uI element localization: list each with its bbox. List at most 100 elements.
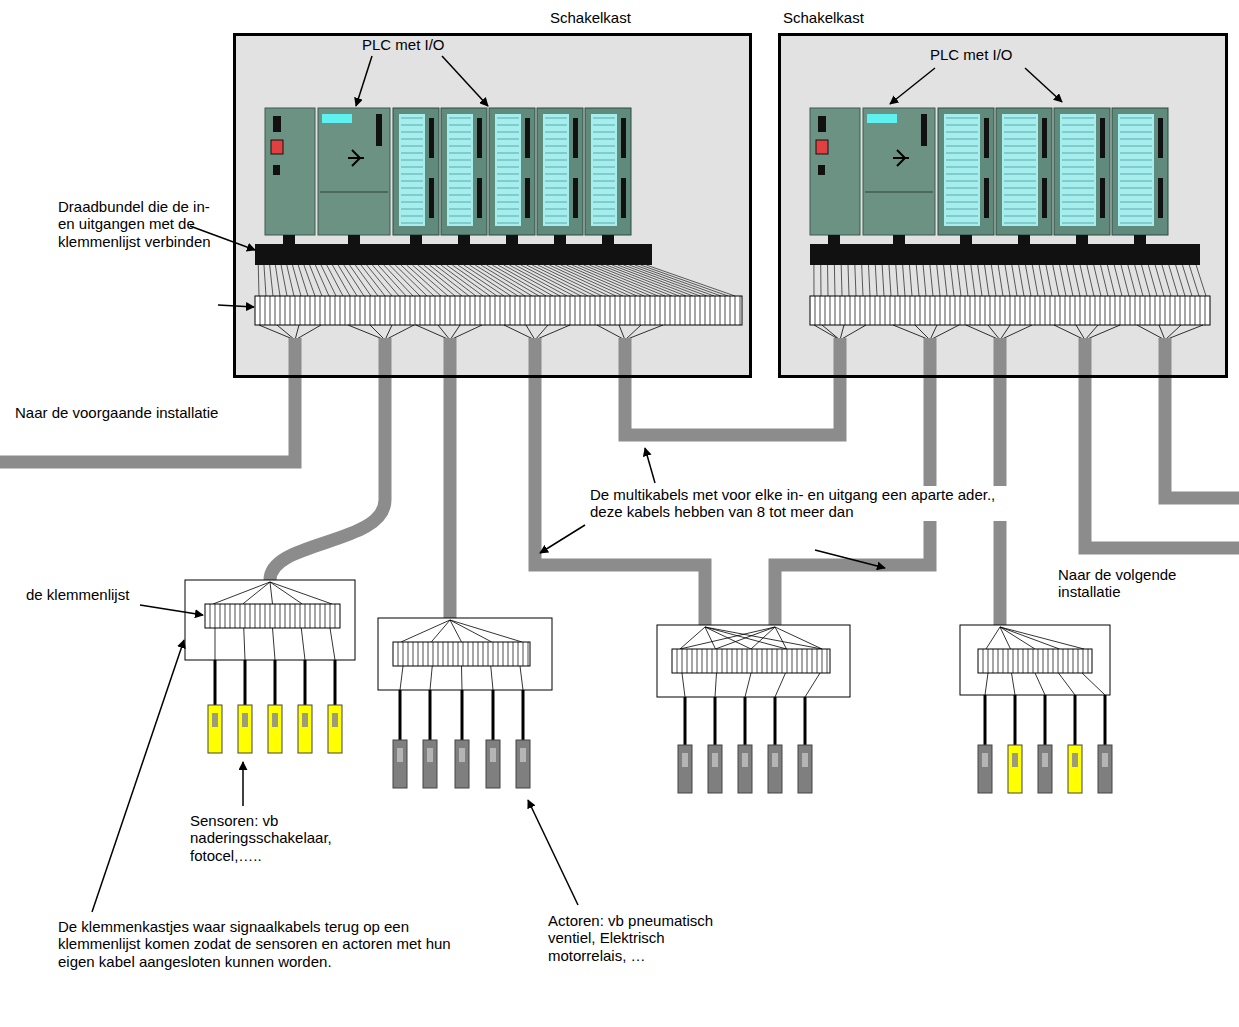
terminal bbox=[940, 296, 941, 325]
terminal bbox=[827, 649, 828, 673]
terminal bbox=[515, 296, 516, 325]
device-cable bbox=[774, 697, 777, 745]
io-stripe bbox=[593, 202, 615, 203]
terminal bbox=[1088, 649, 1089, 673]
terminal bbox=[1040, 296, 1041, 325]
terminal bbox=[762, 649, 763, 673]
terminal bbox=[1005, 296, 1006, 325]
io-stripe bbox=[593, 174, 615, 175]
terminal bbox=[1030, 296, 1031, 325]
terminal bbox=[455, 296, 456, 325]
wire bbox=[1039, 265, 1045, 296]
terminal bbox=[285, 604, 286, 628]
io-stripe bbox=[1004, 223, 1036, 224]
fan-wire bbox=[450, 325, 482, 340]
io-stripe bbox=[1120, 167, 1152, 168]
leader-line bbox=[645, 448, 655, 483]
leader-line bbox=[218, 305, 254, 307]
terminal bbox=[555, 296, 556, 325]
terminal bbox=[1100, 296, 1101, 325]
io-label-strip bbox=[447, 114, 473, 226]
terminal bbox=[410, 296, 411, 325]
control-cabinet: Schakelkast bbox=[778, 33, 1228, 378]
terminal bbox=[510, 296, 511, 325]
terminal bbox=[523, 642, 524, 666]
wire-bundle bbox=[810, 244, 1200, 265]
terminal bbox=[687, 649, 688, 673]
terminal bbox=[385, 296, 386, 325]
terminal bbox=[625, 296, 626, 325]
terminal bbox=[470, 296, 471, 325]
wire bbox=[827, 265, 828, 296]
terminal bbox=[722, 649, 723, 673]
terminal bbox=[1028, 649, 1029, 673]
io-stripe bbox=[1004, 174, 1036, 175]
device-detail bbox=[742, 753, 748, 767]
device-detail bbox=[490, 748, 496, 762]
io-stripe bbox=[946, 167, 978, 168]
terminal bbox=[525, 296, 526, 325]
terminal bbox=[475, 296, 476, 325]
io-stripe bbox=[946, 153, 978, 154]
actor bbox=[455, 740, 469, 788]
terminal bbox=[448, 642, 449, 666]
wire bbox=[1073, 265, 1080, 296]
device-detail bbox=[397, 748, 403, 762]
wire bbox=[944, 265, 947, 296]
fan-wire bbox=[416, 325, 450, 340]
io-led bbox=[429, 118, 434, 158]
device-cable bbox=[274, 660, 277, 705]
wire bbox=[395, 265, 427, 296]
terminal bbox=[717, 649, 718, 673]
device-cable bbox=[214, 660, 217, 705]
terminal bbox=[370, 296, 371, 325]
io-stripe bbox=[1120, 125, 1152, 126]
terminal bbox=[478, 642, 479, 666]
terminal bbox=[1010, 296, 1011, 325]
module-detail bbox=[271, 140, 283, 154]
io-stripe bbox=[946, 125, 978, 126]
wire bbox=[390, 265, 420, 296]
terminal bbox=[990, 296, 991, 325]
wire bbox=[281, 265, 287, 296]
io-stripe bbox=[449, 216, 471, 217]
terminal bbox=[1185, 296, 1186, 325]
leader-line bbox=[890, 68, 935, 104]
io-stripe bbox=[449, 132, 471, 133]
fan-wire bbox=[751, 627, 775, 649]
terminal bbox=[540, 296, 541, 325]
terminal-strip bbox=[978, 649, 1092, 673]
terminal bbox=[880, 296, 881, 325]
actor bbox=[393, 740, 407, 788]
terminal bbox=[580, 296, 581, 325]
io-led bbox=[477, 118, 482, 158]
sensor bbox=[328, 705, 342, 753]
io-label-strip bbox=[1060, 114, 1096, 226]
io-stripe bbox=[1062, 167, 1094, 168]
junction-box-outline bbox=[185, 580, 355, 660]
wire bbox=[526, 265, 588, 296]
io-stripe bbox=[401, 223, 423, 224]
io-stripe bbox=[545, 195, 567, 196]
leader-line bbox=[815, 550, 885, 568]
module-detail bbox=[921, 114, 927, 146]
terminal bbox=[830, 296, 831, 325]
io-stripe bbox=[1004, 167, 1036, 168]
wire bbox=[1121, 265, 1129, 296]
terminal bbox=[453, 642, 454, 666]
terminal bbox=[295, 296, 296, 325]
terminal bbox=[815, 296, 816, 325]
cpu-display bbox=[867, 114, 897, 123]
terminal bbox=[270, 296, 271, 325]
terminal bbox=[720, 296, 721, 325]
terminal bbox=[1110, 296, 1111, 325]
terminal bbox=[702, 649, 703, 673]
terminal bbox=[757, 649, 758, 673]
wire bbox=[957, 265, 961, 296]
io-stripe bbox=[449, 202, 471, 203]
io-led bbox=[1158, 178, 1163, 218]
wire bbox=[869, 265, 871, 296]
io-stripe bbox=[401, 160, 423, 161]
terminal bbox=[1050, 296, 1051, 325]
